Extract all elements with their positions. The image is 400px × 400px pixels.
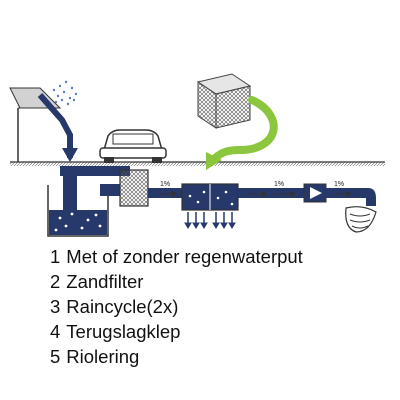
flow-indicators: 1% 1% 1% (160, 181, 351, 197)
pipe-segment-2 (100, 184, 120, 196)
slope-label-2: 1% (274, 181, 284, 188)
legend-number: 5 (50, 346, 61, 367)
ground-surface (10, 161, 385, 166)
house-roof (9, 87, 62, 162)
pipe-segment-1 (60, 166, 130, 176)
check-valve-icon (303, 183, 327, 203)
downpipe (37, 93, 78, 162)
legend-number: 1 (50, 246, 61, 267)
legend-label: Riolering (66, 346, 140, 367)
flow-arrow-2 (248, 191, 267, 197)
flow-arrow-4: 1% (334, 181, 351, 197)
legend-label: Terugslagklep (66, 321, 181, 342)
pipe-bend (360, 188, 376, 206)
pipe-segment-5 (326, 188, 360, 198)
pipe-segment-3 (148, 188, 182, 198)
flow-arrow-1: 1% (160, 181, 177, 197)
slope-label-3: 1% (334, 181, 344, 188)
raincycle-units (181, 183, 239, 211)
legend-number: 4 (50, 321, 61, 342)
rainwater-well (47, 175, 109, 237)
pipe-segment-4 (238, 188, 304, 198)
legend-number: 3 (50, 296, 61, 317)
rain-drops (52, 80, 78, 106)
legend-label: Raincycle(2x) (66, 296, 179, 317)
green-arrow-icon (206, 96, 278, 170)
drainage-diagram: 1% 1% 1% (9, 73, 385, 237)
sand-filter (119, 169, 149, 207)
sewer-icon (345, 206, 377, 233)
legend-label: Zandfilter (66, 271, 144, 292)
slope-label-1: 1% (160, 181, 170, 188)
car-icon (99, 129, 167, 163)
raincycle-crate-icon (196, 73, 252, 129)
infiltration-arrows (184, 212, 236, 229)
legend-number: 2 (50, 271, 61, 292)
legend-label: Met of zonder regenwaterput (66, 246, 303, 267)
flow-arrow-3: 1% (274, 181, 295, 197)
